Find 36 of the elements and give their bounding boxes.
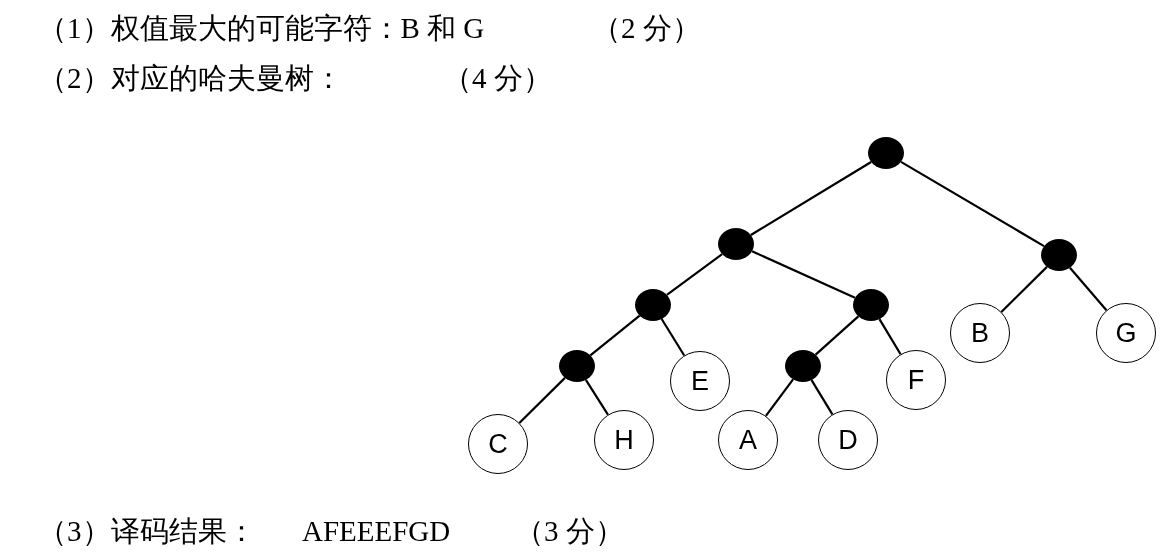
question-line: （1）权值最大的可能字符：B 和 G	[38, 11, 485, 46]
tree-edge	[878, 318, 902, 355]
tree-edge	[589, 314, 641, 357]
leaf-node: H	[594, 410, 654, 470]
leaf-node: F	[886, 350, 946, 410]
leaf-node: D	[818, 410, 878, 470]
tree-edge	[765, 378, 794, 417]
internal-node	[559, 350, 595, 382]
score-note: （3 分）	[515, 514, 624, 549]
tree-edge	[900, 160, 1045, 248]
leaf-node: E	[670, 351, 730, 411]
answer-text: AFEEEFGD	[302, 514, 451, 549]
score-note: （2 分）	[592, 11, 701, 46]
leaf-node: A	[718, 410, 778, 470]
internal-node	[1041, 239, 1077, 271]
tree-edge	[666, 253, 723, 296]
score-note: （4 分）	[443, 61, 552, 96]
tree-edge	[660, 318, 686, 357]
question-line: （2）对应的哈夫曼树：	[38, 61, 343, 96]
internal-node	[853, 289, 889, 321]
question-line: （3）译码结果：	[38, 514, 256, 549]
tree-edge	[750, 161, 872, 236]
tree-edge	[584, 379, 609, 416]
tree-edge	[1069, 267, 1108, 311]
tree-edge	[814, 315, 860, 356]
tree-edge	[518, 377, 566, 424]
tree-edge	[810, 379, 834, 415]
internal-node	[785, 350, 821, 382]
leaf-node: C	[468, 414, 528, 474]
internal-node	[635, 289, 671, 321]
tree-edge	[1000, 266, 1048, 313]
internal-node	[718, 228, 754, 260]
leaf-node: B	[950, 303, 1010, 363]
leaf-node: G	[1096, 303, 1156, 363]
tree-edge	[751, 250, 856, 299]
internal-node	[868, 137, 904, 169]
